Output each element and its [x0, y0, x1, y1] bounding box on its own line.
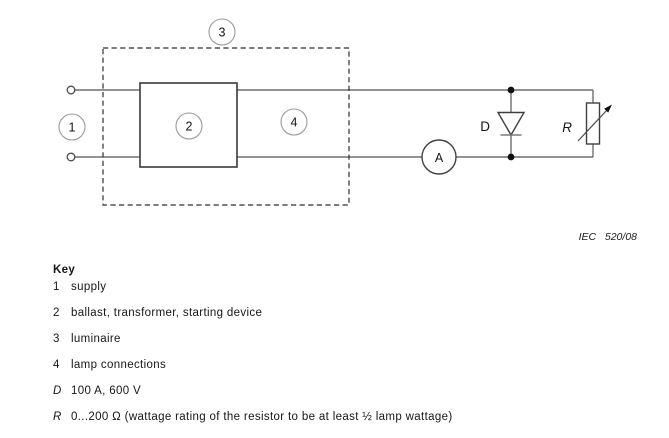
key-symbol: D	[53, 384, 62, 397]
key-section: Key 1 supply 2 ballast, transformer, sta…	[53, 264, 653, 437]
key-text: lamp connections	[71, 358, 167, 371]
key-item-lamp-connections: 4 lamp connections	[53, 359, 653, 373]
key-symbol: 2	[53, 306, 60, 319]
callout-2-label: 2	[186, 120, 193, 134]
key-text: luminaire	[71, 332, 121, 345]
key-text: 0...200 Ω (wattage rating of the resisto…	[71, 410, 453, 423]
callout-1-circle	[58, 113, 86, 141]
callout-4-label: 4	[291, 116, 298, 130]
terminal-top-icon	[66, 85, 76, 95]
callout-3-circle	[208, 18, 236, 46]
callout-1-label: 1	[69, 121, 76, 135]
key-title: Key	[53, 264, 76, 276]
callout-2-circle	[175, 112, 203, 140]
key-item-ballast: 2 ballast, transformer, starting device	[53, 307, 653, 321]
resistor-arrow-shaft	[577, 109, 608, 142]
key-text: supply	[71, 280, 107, 293]
circuit-diagram: A D R 1 2 3 4	[58, 18, 612, 206]
ammeter-icon	[421, 139, 457, 175]
resistor-label: R	[562, 120, 572, 135]
luminaire-boundary	[102, 47, 350, 206]
callout-3-label: 3	[219, 26, 226, 40]
ammeter-label: A	[435, 151, 444, 165]
resistor-icon	[585, 102, 601, 145]
junction-dot-top	[507, 86, 515, 94]
diode-label: D	[480, 119, 490, 134]
junction-dot-bottom	[507, 153, 515, 161]
key-symbol: 3	[53, 332, 60, 345]
key-symbol: 4	[53, 358, 60, 371]
key-symbol: R	[53, 410, 62, 423]
key-text: 100 A, 600 V	[71, 384, 142, 397]
key-symbol: 1	[53, 280, 60, 293]
key-item-resistor-rating: R 0...200 Ω (wattage rating of the resis…	[53, 411, 653, 425]
key-item-supply: 1 supply	[53, 281, 653, 295]
figure-reference: IEC 520/08	[578, 231, 637, 243]
key-text: ballast, transformer, starting device	[71, 306, 263, 319]
key-item-diode-rating: D 100 A, 600 V	[53, 385, 653, 399]
callout-4-circle	[280, 108, 308, 136]
diode-icon	[496, 111, 526, 137]
resistor-arrow-head	[604, 104, 612, 113]
terminal-bottom-icon	[66, 152, 76, 162]
key-item-luminaire: 3 luminaire	[53, 333, 653, 347]
